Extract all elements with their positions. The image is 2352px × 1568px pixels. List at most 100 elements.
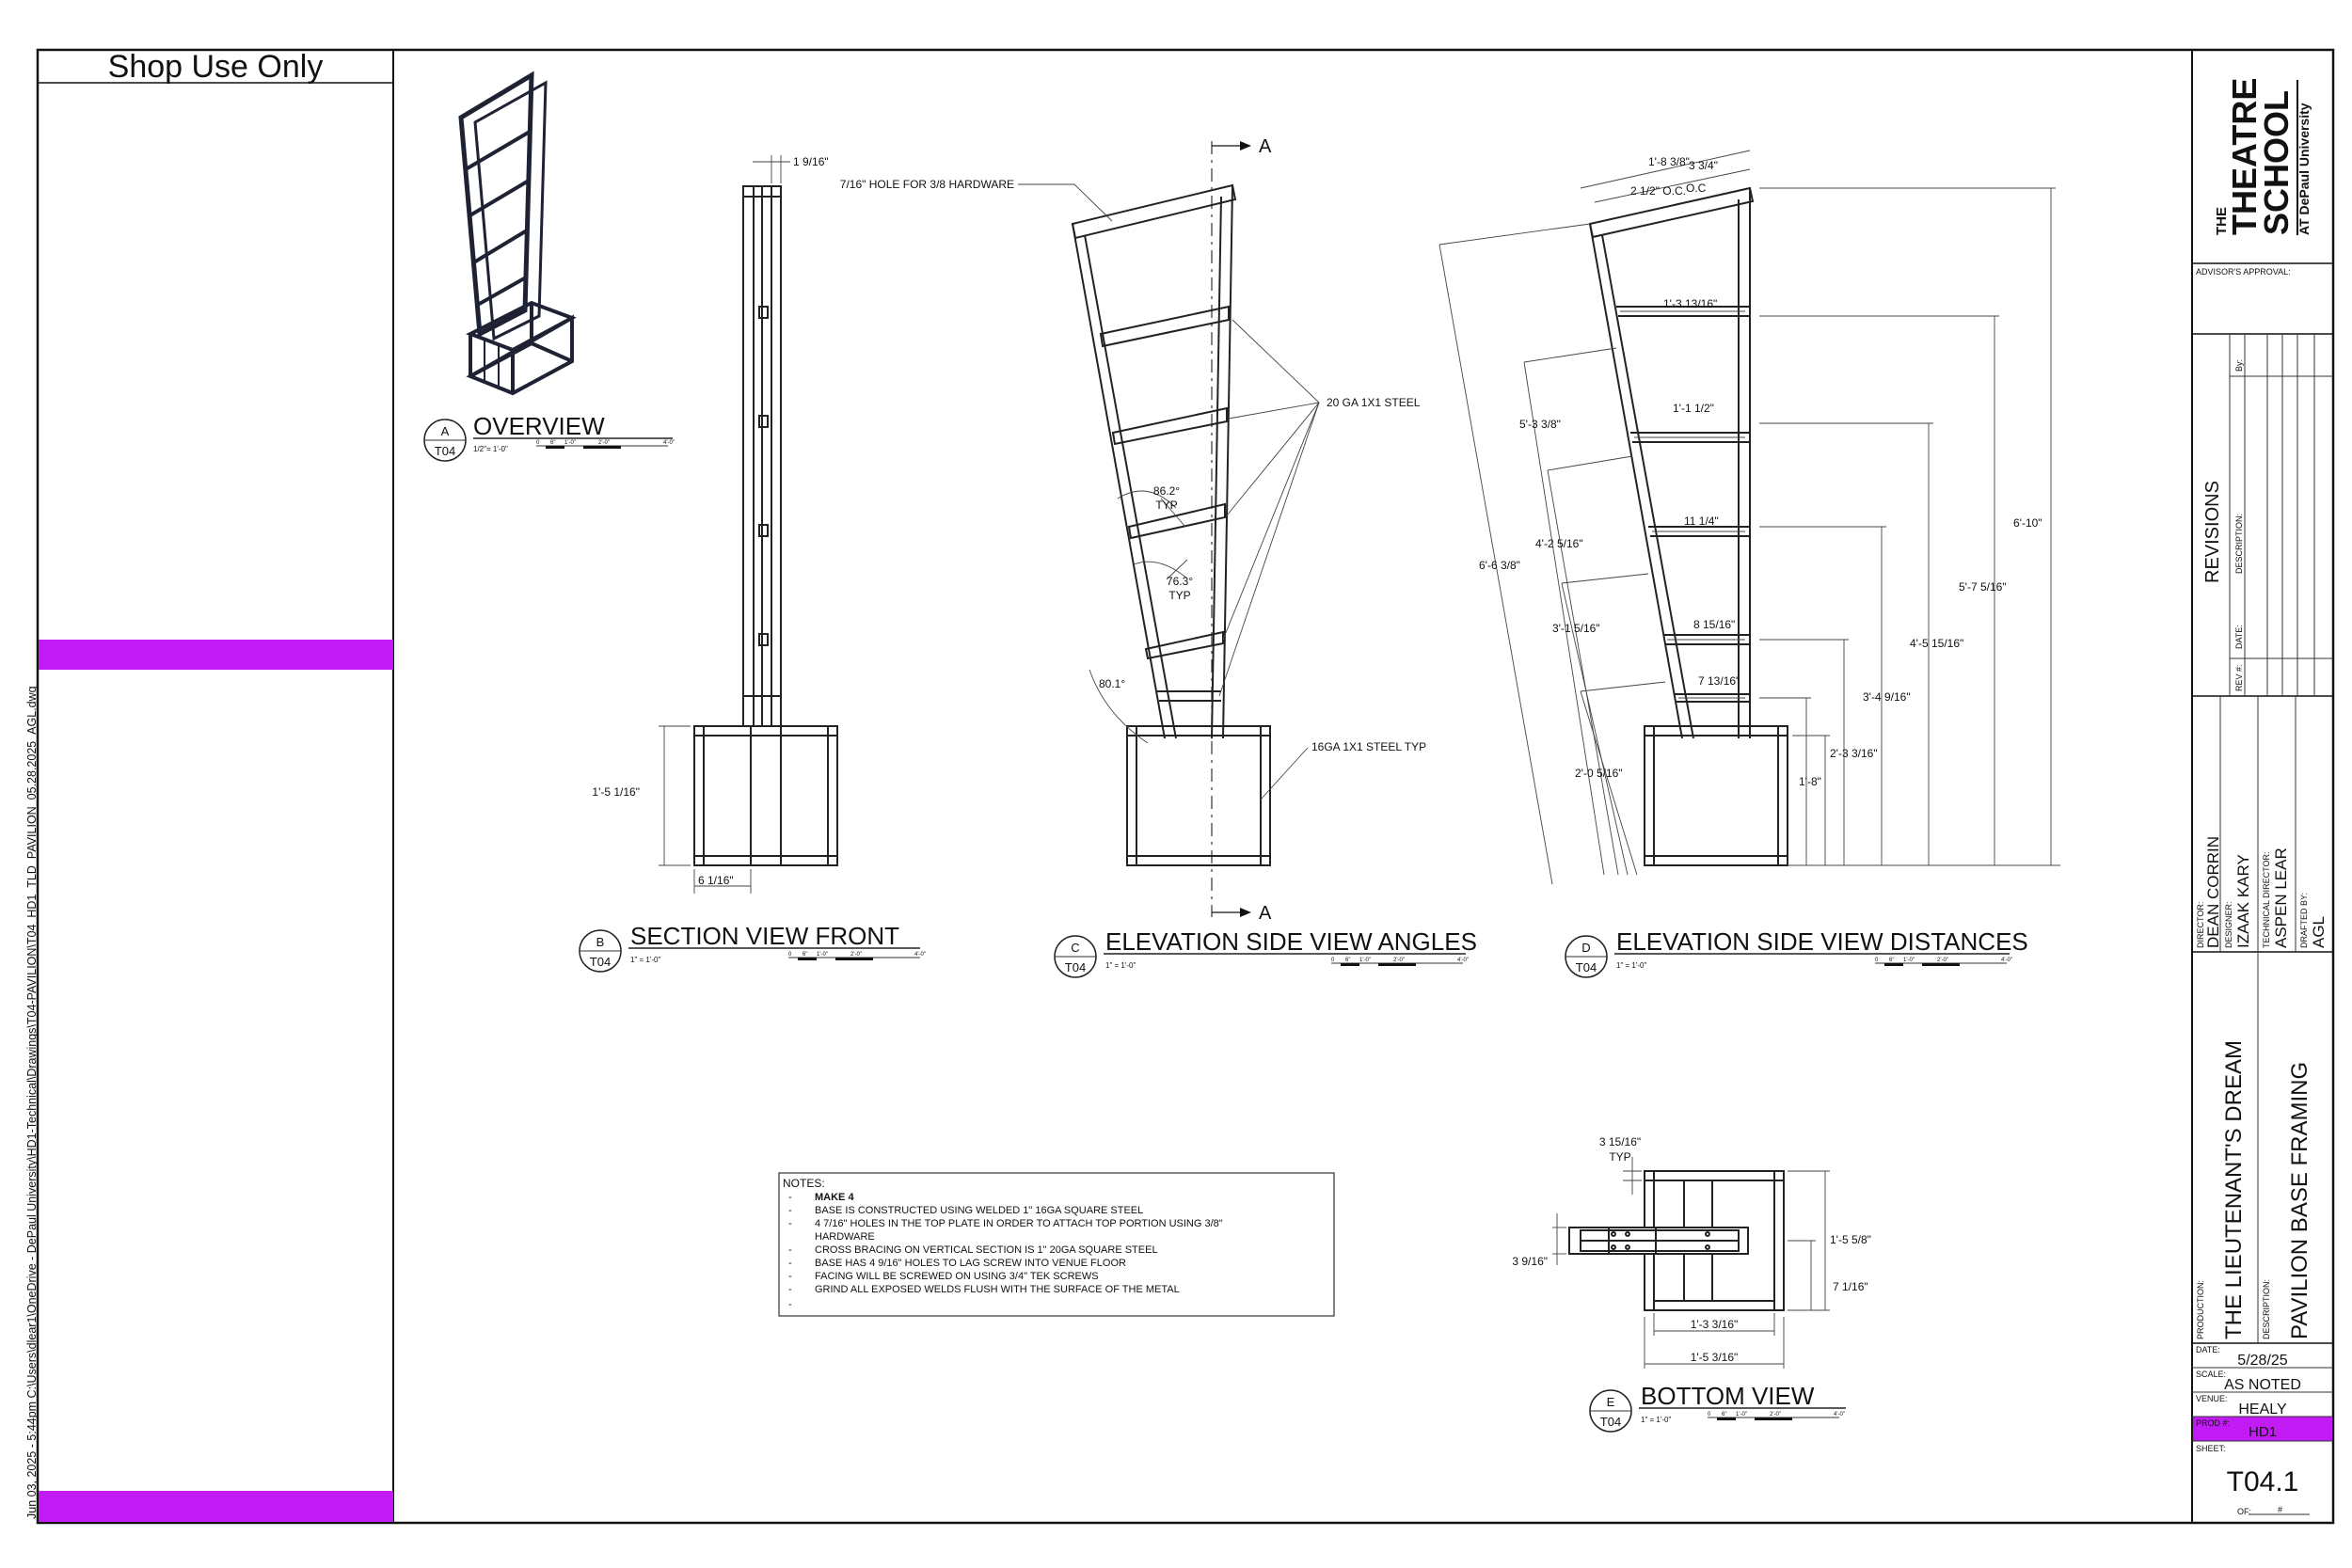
svg-text:4'-0": 4'-0": [914, 952, 926, 958]
venue-label: VENUE:: [2196, 1394, 2228, 1403]
svg-text:4'-0": 4'-0": [1457, 958, 1469, 963]
dim-e-bot1: 1'-3 3/16": [1691, 1318, 1739, 1331]
svg-text:T04: T04: [590, 955, 611, 969]
director-label: DIRECTOR:: [2196, 902, 2205, 948]
shop-use-magenta-band-1: [39, 640, 393, 670]
description-label: DESCRIPTION:: [2262, 1279, 2271, 1339]
rev-col-rev: REV #:: [2234, 664, 2244, 691]
dim-d-left1: 5'-3 3/8": [1519, 418, 1561, 431]
svg-text:-: -: [788, 1299, 792, 1310]
drafted-by-name: AGL: [2310, 916, 2328, 948]
svg-text:1'-0": 1'-0": [1736, 1412, 1747, 1418]
section-marker-bottom: A: [1259, 903, 1272, 924]
svg-text:D: D: [1581, 941, 1590, 955]
production-name: THE LIEUTENANT'S DREAM: [2221, 1040, 2247, 1339]
svg-text:6": 6": [1889, 958, 1894, 963]
dim-d-right2: 5'-7 5/16": [1959, 580, 2007, 594]
note-item-3a: 4 7/16" HOLES IN THE TOP PLATE IN ORDER …: [815, 1218, 1223, 1229]
tech-director-label: TECHNICAL DIRECTOR:: [2262, 851, 2271, 948]
revisions-title: REVISIONS: [2202, 481, 2223, 583]
svg-text:1" = 1'-0": 1" = 1'-0": [1641, 1416, 1671, 1424]
rev-col-desc: DESCRIPTION:: [2234, 514, 2244, 574]
view-b-label: B T04 SECTION VIEW FRONT 1" = 1'-0" 0 6"…: [579, 922, 926, 973]
dim-d-rung4: 8 15/16": [1693, 618, 1735, 631]
view-d-title: ELEVATION SIDE VIEW DISTANCES: [1616, 927, 2028, 956]
of-value: #: [2278, 1505, 2282, 1514]
elevation-distances-drawing: 1'-8 3/8" 3 3/4" 2 1/2" O.C. O.C 1'-3 13…: [1438, 150, 2060, 885]
dim-d-left2: 4'-2 5/16": [1535, 537, 1583, 550]
dim-d-oc2: O.C: [1686, 182, 1707, 195]
view-a-title: OVERVIEW: [473, 412, 605, 440]
svg-text:2'-0": 2'-0": [1770, 1412, 1781, 1418]
svg-text:1'-0": 1'-0": [817, 952, 828, 958]
svg-text:-: -: [788, 1271, 792, 1282]
logo-sub: AT DePaul University: [2296, 103, 2312, 235]
svg-text:0: 0: [788, 952, 792, 958]
elevation-angles-drawing: A A 86.2°: [840, 136, 1426, 924]
angle-80: 80.1°: [1099, 677, 1125, 690]
dim-d-right6: 1'-8": [1799, 775, 1821, 788]
logo-school: SCHOOL: [2257, 90, 2296, 235]
notes-box: NOTES: - MAKE 4 - BASE IS CONSTRUCTED US…: [778, 1172, 1335, 1317]
section-marker-top: A: [1259, 136, 1272, 157]
svg-text:1'-0": 1'-0": [1903, 958, 1915, 963]
shop-use-magenta-band-2: [39, 1491, 393, 1522]
svg-text:T04: T04: [1600, 1415, 1621, 1429]
section-front-drawing: 1 9/16" 1'-5 1/16" 6 1/16": [592, 155, 838, 894]
svg-text:-: -: [788, 1284, 792, 1295]
dim-d-oc1: 2 1/2" O.C.: [1630, 184, 1686, 198]
svg-text:C: C: [1071, 941, 1079, 955]
designer-name: IZAAK KARY: [2234, 854, 2252, 948]
drafted-by-label: DRAFTED BY:: [2299, 893, 2309, 948]
svg-text:1'-0": 1'-0": [564, 440, 576, 446]
svg-text:0: 0: [536, 440, 540, 446]
angle-86-typ: TYP: [1155, 499, 1177, 512]
dim-d-rung3: 11 1/4": [1684, 515, 1719, 528]
dim-d-right5: 2'-3 3/16": [1830, 747, 1878, 760]
dim-b-base-width: 6 1/16": [698, 874, 734, 887]
scale-value: AS NOTED: [2224, 1377, 2301, 1393]
sheet-border: [36, 48, 2335, 1525]
bottom-view-drawing: 3 15/16" TYP 3 9/16" 1'-5 5/8" 7 1/16" 1…: [1512, 1135, 1871, 1369]
note-item-3b: HARDWARE: [815, 1231, 875, 1243]
dim-d-right1: 6'-10": [2013, 516, 2042, 530]
view-c-label: C T04 ELEVATION SIDE VIEW ANGLES 1" = 1'…: [1054, 927, 1477, 978]
dim-d-top2: 3 3/4": [1689, 159, 1718, 172]
view-e-title: BOTTOM VIEW: [1641, 1382, 1815, 1410]
svg-text:-: -: [788, 1258, 792, 1269]
note-item-5: BASE HAS 4 9/16" HOLES TO LAG SCREW INTO…: [815, 1258, 1126, 1269]
description-text: PAVILION BASE FRAMING: [2287, 1062, 2312, 1339]
svg-text:0: 0: [1875, 958, 1879, 963]
svg-text:4'-0": 4'-0": [663, 440, 675, 446]
note-item-7: GRIND ALL EXPOSED WELDS FLUSH WITH THE S…: [815, 1284, 1180, 1295]
dim-d-rung2: 1'-1 1/2": [1673, 402, 1714, 415]
svg-text:A: A: [441, 424, 450, 438]
dim-e-typ-val: 3 15/16": [1599, 1135, 1641, 1148]
prod-label: PROD #:: [2196, 1418, 2230, 1428]
dim-d-rung5: 7 13/16": [1698, 674, 1740, 688]
note-item-6: FACING WILL BE SCREWED ON USING 3/4" TEK…: [815, 1271, 1099, 1282]
svg-text:4'-0": 4'-0": [2001, 958, 2012, 963]
shop-use-title: Shop Use Only: [108, 49, 324, 85]
view-b-title: SECTION VIEW FRONT: [630, 922, 899, 950]
dim-b-base-height: 1'-5 1/16": [592, 785, 640, 799]
designer-label: DESIGNER:: [2224, 901, 2233, 948]
svg-text:6": 6": [803, 952, 807, 958]
logo-theatre: THEATRE: [2225, 78, 2264, 235]
dim-d-rung1: 1'-3 13/16": [1663, 297, 1717, 310]
view-d-label: D T04 ELEVATION SIDE VIEW DISTANCES 1" =…: [1565, 927, 2028, 978]
svg-text:4'-0": 4'-0": [1834, 1412, 1845, 1418]
svg-text:2'-0": 2'-0": [1937, 958, 1948, 963]
dim-e-left: 3 9/16": [1512, 1255, 1548, 1268]
dim-e-typ: TYP: [1609, 1150, 1630, 1164]
svg-text:-: -: [788, 1218, 792, 1229]
dim-d-right3: 4'-5 15/16": [1910, 637, 1963, 650]
dim-e-right1: 1'-5 5/8": [1830, 1233, 1871, 1246]
rev-col-date: DATE:: [2234, 625, 2244, 649]
svg-text:1" = 1'-0": 1" = 1'-0": [1105, 961, 1136, 970]
dim-d-total-left: 6'-6 3/8": [1479, 559, 1520, 572]
overview-iso-drawing: [458, 71, 577, 396]
svg-text:1'-0": 1'-0": [1359, 958, 1371, 963]
note-item-2: BASE IS CONSTRUCTED USING WELDED 1" 16GA…: [815, 1205, 1143, 1216]
